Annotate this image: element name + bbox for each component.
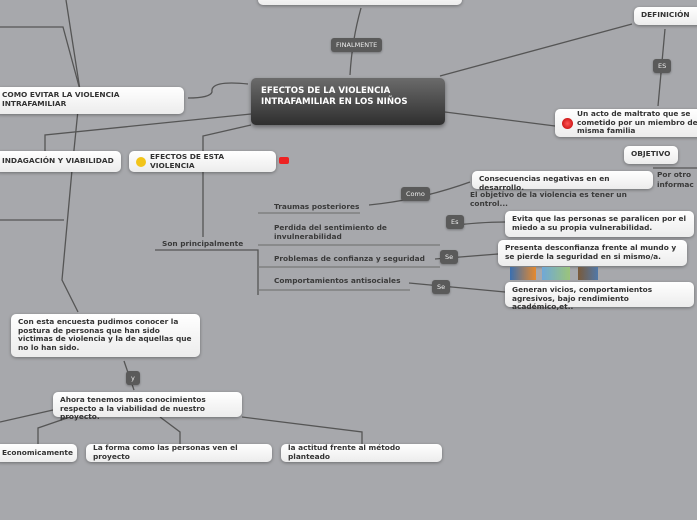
- node-ahora[interactable]: Ahora tenemos mas conocimientos respecto…: [53, 392, 242, 421]
- top-node-partial[interactable]: [258, 0, 462, 5]
- branch-item: Comportamientos antisociales: [274, 276, 401, 285]
- node-evita[interactable]: Evita que las personas se paralicen por …: [505, 211, 694, 237]
- label-se-2: Se: [432, 280, 451, 294]
- node-efectos[interactable]: EFECTOS DE ESTA VIOLENCIA: [129, 151, 276, 172]
- node-definicion-text[interactable]: Un acto de maltrato que se cometido por …: [555, 109, 697, 137]
- alert-emoji-icon: [562, 117, 573, 129]
- node-indagacion[interactable]: INDAGACIÓN Y VIABILIDAD: [0, 151, 121, 172]
- node-generan[interactable]: Generan vicios, comportamientos agresivo…: [505, 282, 694, 311]
- label-se: Se: [440, 250, 459, 264]
- branch-root: Son principalmente: [162, 239, 244, 248]
- illustration-image: [542, 267, 570, 280]
- node-objetivo[interactable]: OBJETIVO: [624, 146, 678, 164]
- label-y: y: [126, 371, 140, 385]
- central-topic[interactable]: EFECTOS DE LA VIOLENCIA INTRAFAMILIAR EN…: [251, 78, 445, 125]
- label-es: ES: [653, 59, 672, 73]
- node-como-evitar[interactable]: COMO EVITAR LA VIOLENCIA INTRAFAMILIAR: [0, 87, 184, 114]
- objetivo-text: El objetivo de la violencia es tener un …: [470, 190, 627, 208]
- label-es-2: Es: [446, 215, 464, 229]
- node-la-forma[interactable]: La forma como las personas ven el proyec…: [86, 444, 272, 462]
- node-economicamente[interactable]: Economicamente: [0, 444, 77, 462]
- definicion-text: Un acto de maltrato que se cometido por …: [577, 109, 697, 136]
- node-definicion[interactable]: DEFINICIÓN: [634, 7, 697, 25]
- node-encuesta[interactable]: Con esta encuesta pudimos conocer la pos…: [11, 314, 200, 357]
- label-finalmente: FINALMENTE: [331, 38, 383, 52]
- illustration-image: [510, 267, 536, 280]
- branch-item: Problemas de confianza y seguridad: [274, 254, 425, 263]
- node-la-actitud[interactable]: la actitud frente al método planteado: [281, 444, 442, 462]
- informac-text: informac: [657, 180, 694, 189]
- node-presenta[interactable]: Presenta desconfianza frente al mundo y …: [498, 240, 687, 266]
- label-como: Como: [401, 187, 430, 201]
- por-otro-text: Por otro: [657, 170, 692, 179]
- neutral-face-icon: [136, 156, 146, 167]
- branch-item: Perdida del sentimiento de invulnerabili…: [274, 223, 387, 241]
- branch-item: Traumas posteriores: [274, 202, 360, 211]
- youtube-icon[interactable]: [279, 157, 289, 164]
- node-consecuencias[interactable]: Consecuencias negativas en en desarrollo…: [472, 171, 653, 191]
- illustration-image: [578, 267, 598, 280]
- efectos-text: EFECTOS DE ESTA VIOLENCIA: [150, 151, 225, 170]
